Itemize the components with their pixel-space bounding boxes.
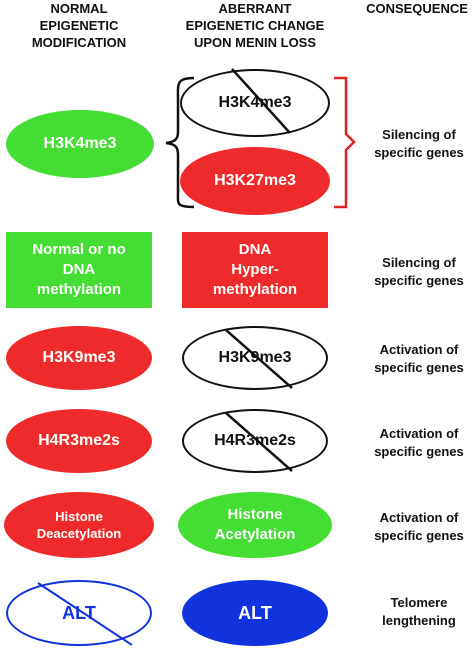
consequence-row-2: Silencing of specific genes [374, 255, 464, 288]
header-aberrant-change: ABERRANT EPIGENETIC CHANGE UPON MENIN LO… [185, 1, 325, 50]
normal-h3k9me3-ellipse: H3K9me3 [6, 326, 152, 390]
consequence-row-6: Telomere lengthening [382, 595, 456, 628]
normal-h3k4me3-ellipse: H3K4me3 [6, 110, 154, 178]
header-consequence: CONSEQUENCE [366, 1, 468, 16]
aberrant-h3k27me3-ellipse: H3K27me3 [180, 147, 330, 215]
aberrant-h3k4me3-ellipse: H3K4me3 [180, 69, 330, 137]
normal-h4r3me2s-ellipse: H4R3me2s [6, 409, 152, 473]
normal-alt-ellipse: ALT [6, 580, 152, 646]
aberrant-h4r3me2s-ellipse: H4R3me2s [182, 409, 328, 473]
header-normal-modification: NORMAL EPIGENETIC MODIFICATION [31, 1, 127, 50]
aberrant-histone-acetylation-ellipse: Histone Acetylation [178, 492, 332, 558]
aberrant-h3k9me3-ellipse: H3K9me3 [182, 326, 328, 390]
consequence-row-4: Activation of specific genes [374, 426, 464, 459]
normal-histone-deacetylation-ellipse: Histone Deacetylation [4, 492, 154, 558]
right-red-bracket [334, 76, 356, 209]
normal-dna-methylation-box: Normal or no DNA methylation [6, 232, 152, 308]
consequence-row-1: Silencing of specific genes [374, 127, 464, 160]
consequence-row-3: Activation of specific genes [374, 342, 464, 375]
aberrant-dna-hypermethylation-box: DNA Hyper- methylation [182, 232, 328, 308]
aberrant-alt-ellipse: ALT [182, 580, 328, 646]
consequence-row-5: Activation of specific genes [374, 510, 464, 543]
